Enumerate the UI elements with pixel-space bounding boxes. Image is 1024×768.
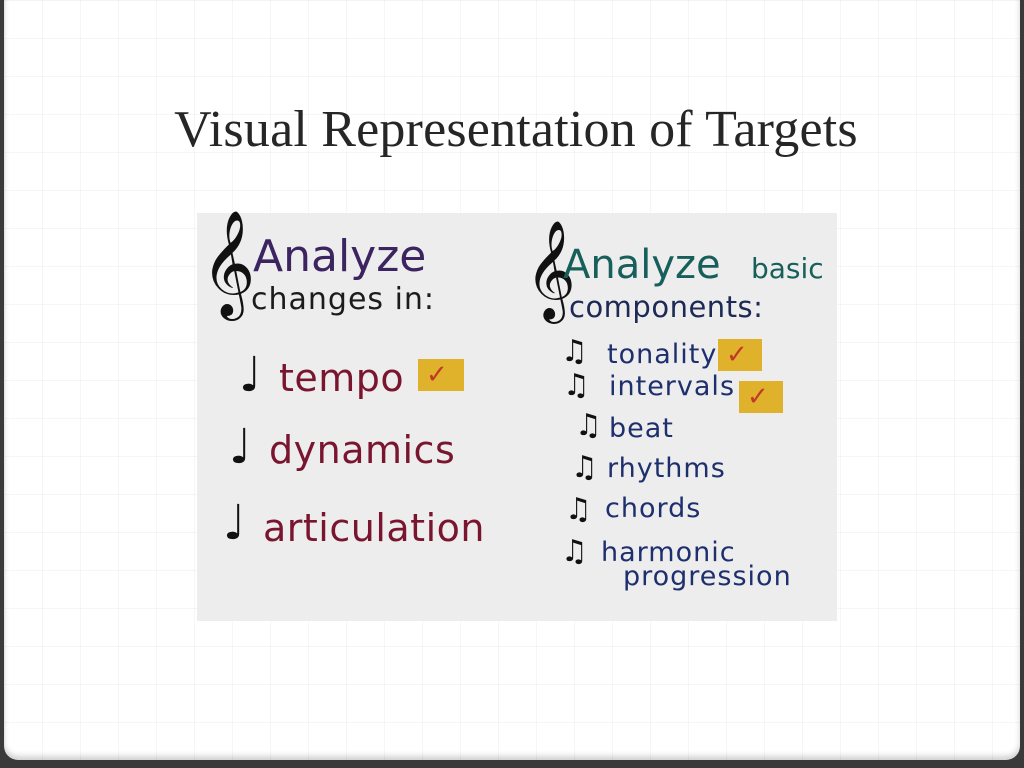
quarter-note-icon: ♩ bbox=[229, 419, 252, 475]
checkmark-icon: ✓ bbox=[747, 382, 769, 412]
beamed-eighth-notes-icon: ♫ bbox=[561, 534, 588, 569]
left-heading-analyze: Analyze bbox=[253, 231, 427, 282]
right-item-tonality: tonality bbox=[607, 339, 718, 370]
quarter-note-icon: ♩ bbox=[239, 347, 262, 403]
right-item-intervals: intervals bbox=[609, 371, 736, 402]
right-item-chords: chords bbox=[605, 493, 702, 524]
right-heading-basic: basic bbox=[751, 252, 824, 285]
left-item-tempo: tempo bbox=[279, 356, 405, 400]
intervals-check-box: ✓ bbox=[739, 381, 783, 413]
tempo-check-box: ✓ bbox=[418, 359, 464, 391]
right-item-rhythms: rhythms bbox=[607, 453, 726, 484]
left-item-articulation: articulation bbox=[263, 506, 485, 550]
beamed-eighth-notes-icon: ♫ bbox=[565, 492, 592, 527]
anchor-chart-image: 𝄞 Analyze changes in: ♩ tempo ✓ ♩ dynami… bbox=[197, 213, 837, 621]
right-heading-components: components: bbox=[569, 290, 764, 324]
right-heading-analyze: Analyze bbox=[563, 242, 721, 288]
checkmark-icon: ✓ bbox=[726, 340, 748, 370]
right-item-progression: progression bbox=[623, 561, 792, 592]
left-item-dynamics: dynamics bbox=[269, 428, 456, 472]
beamed-eighth-notes-icon: ♫ bbox=[571, 450, 598, 485]
beamed-eighth-notes-icon: ♫ bbox=[563, 368, 590, 403]
beamed-eighth-notes-icon: ♫ bbox=[575, 408, 602, 443]
treble-clef-icon: 𝄞 bbox=[201, 209, 256, 316]
checkmark-icon: ✓ bbox=[426, 360, 448, 390]
right-item-harmonic: harmonic bbox=[601, 537, 736, 568]
left-heading-changes: changes in: bbox=[251, 282, 436, 317]
quarter-note-icon: ♩ bbox=[223, 495, 246, 551]
beamed-eighth-notes-icon: ♫ bbox=[561, 334, 588, 369]
slide-title: Visual Representation of Targets bbox=[174, 101, 858, 158]
tonality-check-box: ✓ bbox=[718, 339, 762, 371]
treble-clef-icon: 𝄞 bbox=[525, 220, 576, 320]
right-item-beat: beat bbox=[609, 413, 674, 444]
